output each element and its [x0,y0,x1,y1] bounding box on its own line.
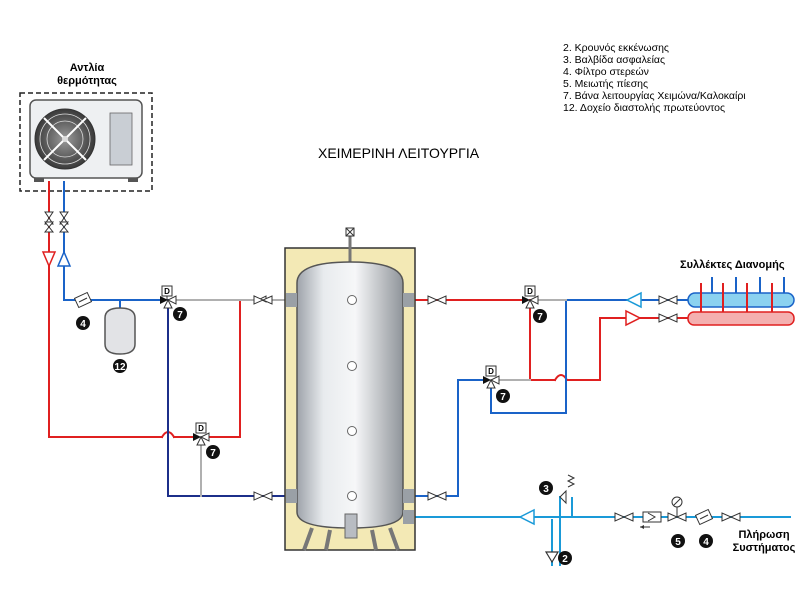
diagram-title: ΧΕΙΜΕΡΙΝΗ ΛΕΙΤΟΥΡΓΙΑ [318,145,480,161]
check-valve-icon [640,511,662,529]
svg-text:4: 4 [80,319,86,330]
valve-icon [614,512,634,522]
legend-item: 5. Μειωτής πίεσης [563,78,648,90]
legend-item: 2. Κρουνός εκκένωσης [563,42,669,54]
marker-4: 4 [699,534,713,548]
svg-text:7: 7 [537,312,543,323]
pipework [48,181,791,566]
three-way-valve: D [160,285,177,309]
pressure-reducer-icon [667,496,687,522]
safety-valve [559,474,576,517]
number-markers: 7 7 7 7 4 12 3 2 5 4 [76,307,713,565]
valve-icon [59,211,69,225]
distribution-collectors [687,277,795,326]
svg-text:D: D [198,424,204,433]
flow-arrow-icon [56,250,72,267]
flow-arrow-icon [41,251,57,268]
heat-pump-label: θερμότητας [57,75,117,87]
valve-icon [253,491,273,501]
fan-icon [34,108,96,170]
valve-icon [427,491,447,501]
ball-valves [43,211,741,522]
marker-7: 7 [206,445,220,459]
marker-7: 7 [533,309,547,323]
valve-icon [721,512,741,522]
marker-7: 7 [496,389,510,403]
legend-item: 12. Δοχείο διαστολής πρωτεύοντος [563,102,725,114]
marker-5: 5 [671,534,685,548]
valve-icon [427,295,447,305]
cold-pipe [412,379,485,497]
three-way-valve: D [522,285,539,309]
three-way-valve: D [193,422,210,446]
hot-pipe [208,299,291,438]
fill-label: Συστήματος [733,542,796,554]
heat-pump-label: Αντλία [70,62,105,74]
flow-arrow-icon [625,309,642,327]
svg-text:3: 3 [543,484,549,495]
expansion-vessel [104,300,136,355]
svg-text:7: 7 [177,310,183,321]
svg-text:7: 7 [210,448,216,459]
svg-text:D: D [488,367,494,376]
marker-7: 7 [173,307,187,321]
buffer-tank [284,227,416,551]
svg-text:7: 7 [500,392,506,403]
collectors-label: Συλλέκτες Διανομής [680,259,785,271]
valve-icon [58,221,70,233]
valve-icon [43,221,55,233]
svg-text:4: 4 [703,537,709,548]
legend-item: 3. Βαλβίδα ασφαλείας [563,54,665,66]
legend: 2. Κρουνός εκκένωσης 3. Βαλβίδα ασφαλεία… [563,42,746,114]
flow-arrow-icon [518,508,535,526]
filter-icon [73,291,93,309]
legend-item: 7. Βάνα λειτουργίας Χειμώνα/Καλοκαίρι [563,90,746,102]
valve-icon [658,295,678,305]
valve-icon [658,313,678,323]
marker-4: 4 [76,316,90,330]
drain-cock-icon [544,551,560,564]
marker-12: 12 [113,359,127,373]
valve-icon [44,211,54,225]
hot-pipe [566,317,691,381]
svg-text:D: D [527,287,533,296]
flow-arrow-icon [625,291,642,309]
filter-icon [694,508,714,526]
svg-text:2: 2 [562,554,568,565]
three-way-valve: D [483,365,500,389]
cold-pipe [63,181,161,301]
marker-2: 2 [558,551,572,565]
legend-item: 4. Φίλτρο στερεών [563,66,649,78]
return-pipe [167,299,293,497]
valve-icon [253,295,273,305]
fill-label: Πλήρωση [738,529,789,541]
marker-3: 3 [539,481,553,495]
svg-text:12: 12 [114,362,126,373]
cold-pipe [490,299,691,414]
svg-text:D: D [164,287,170,296]
heat-pump-unit [19,92,153,192]
svg-text:5: 5 [675,537,681,548]
